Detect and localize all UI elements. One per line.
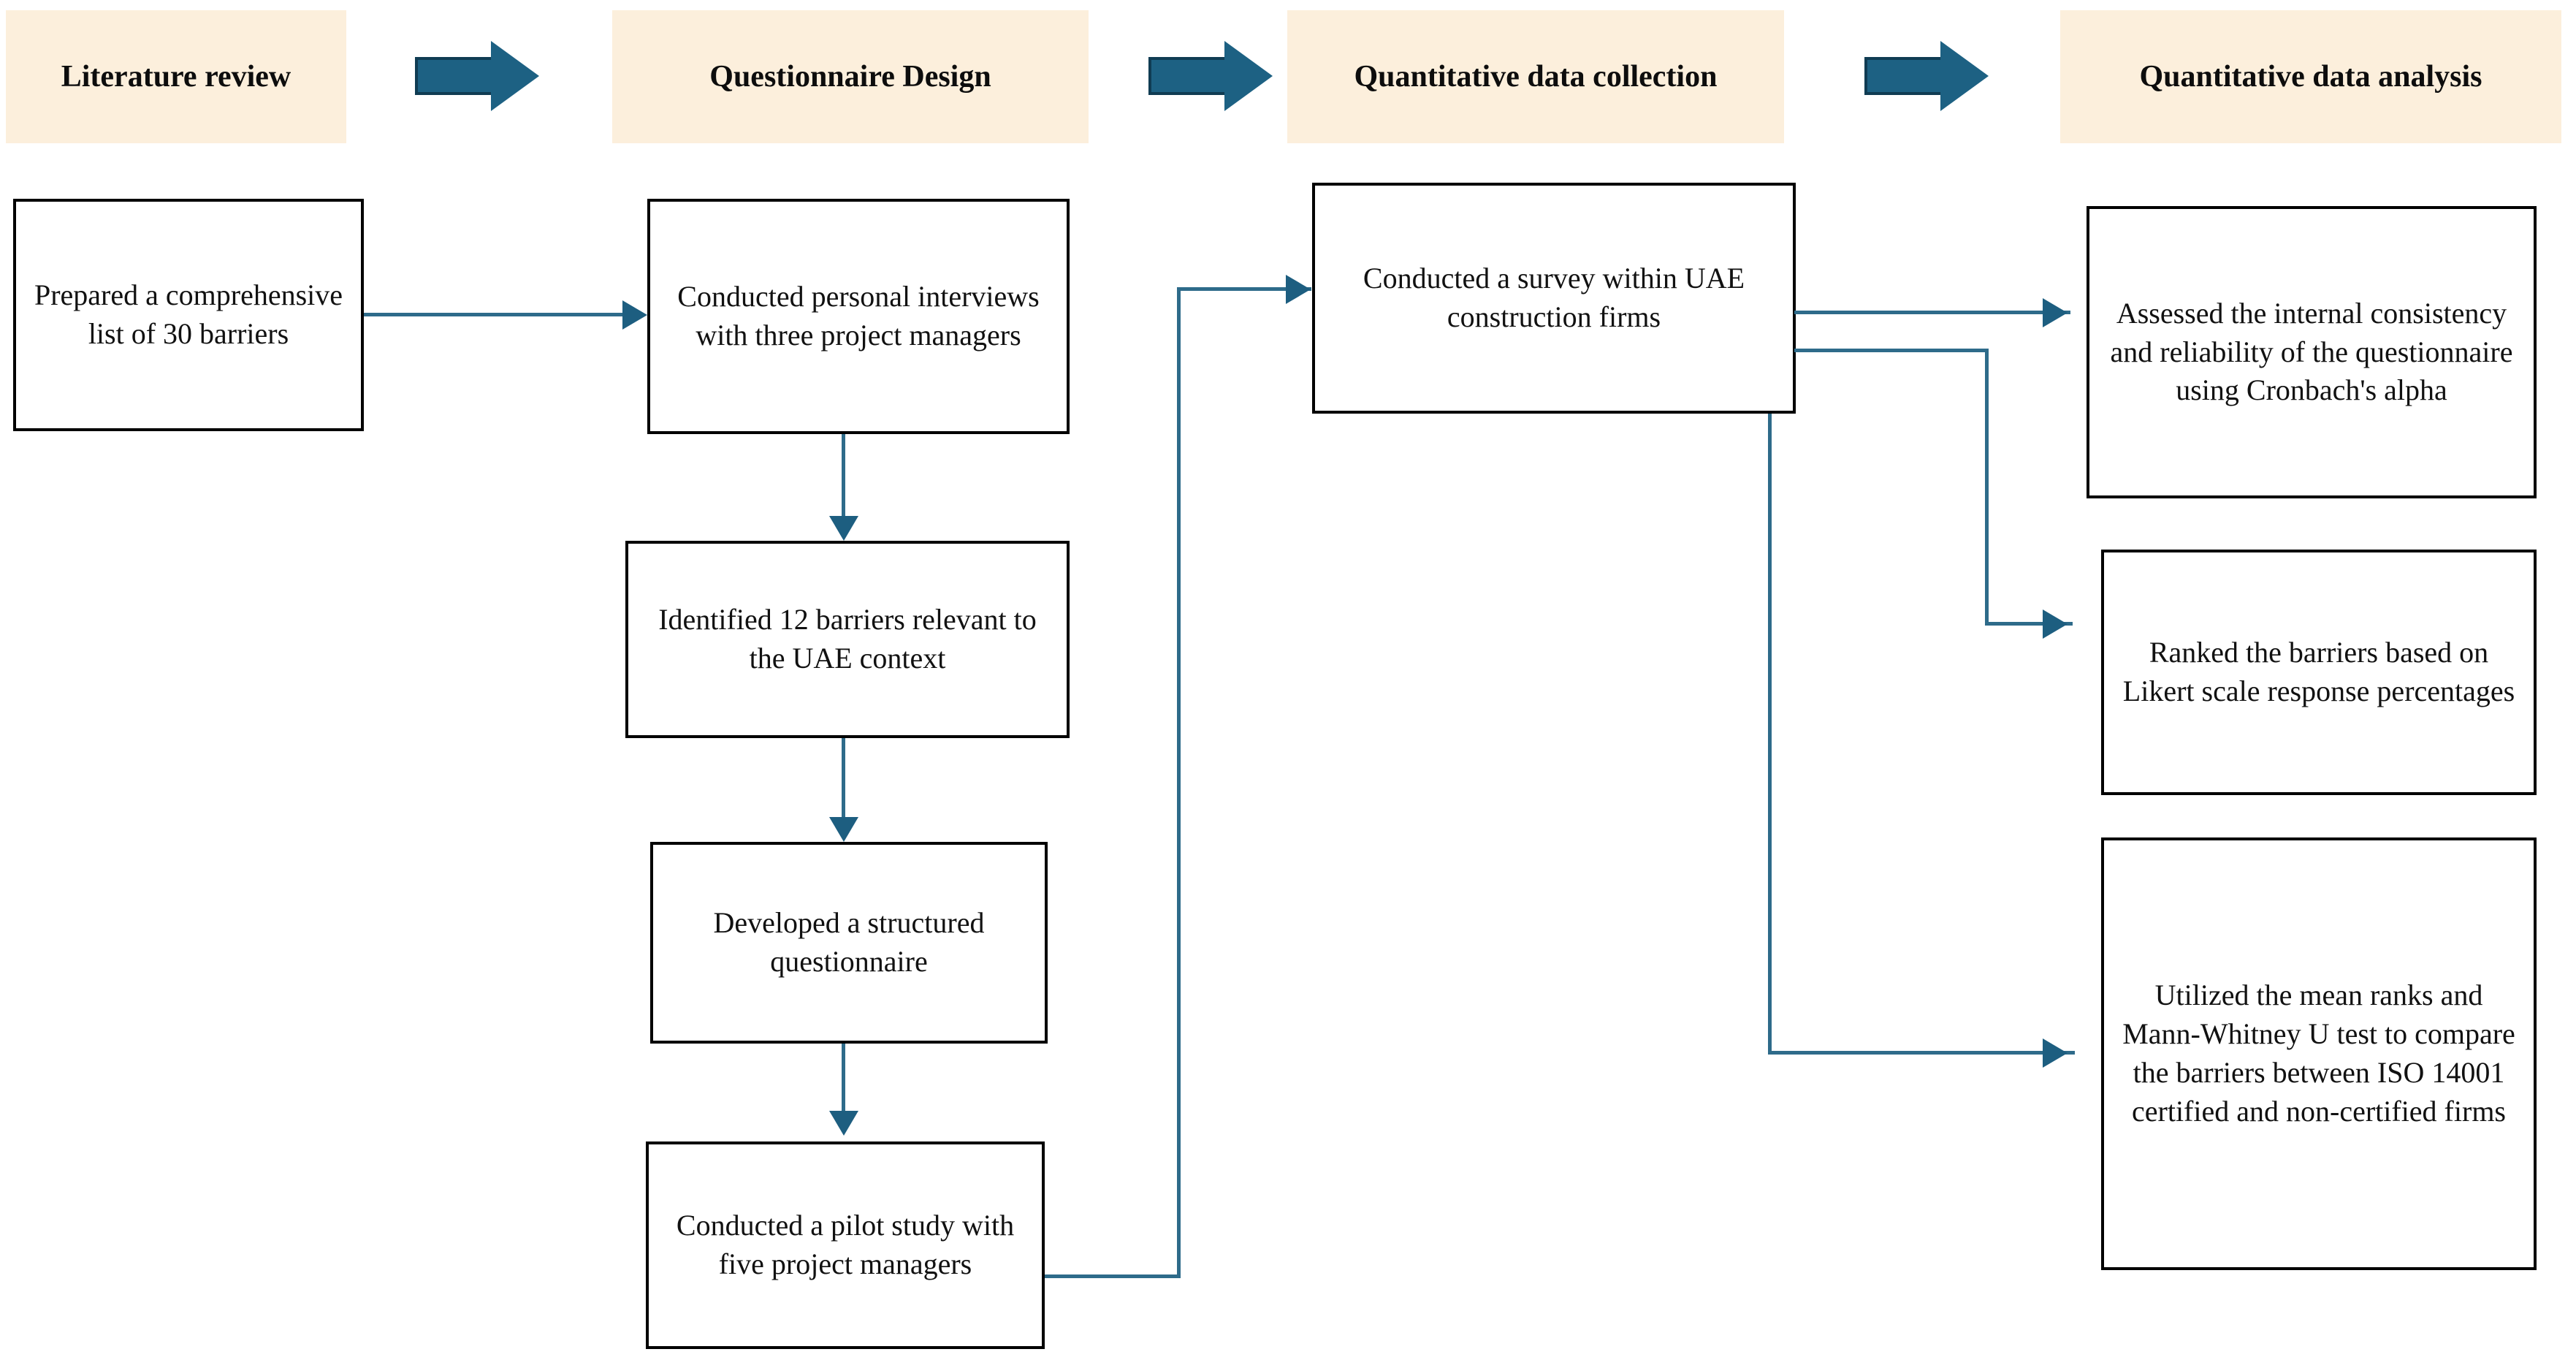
box-prepared-barriers-list: Prepared a comprehensive list of 30 barr… bbox=[13, 199, 364, 431]
arrowhead-prepared-to-interviews bbox=[622, 300, 647, 330]
connector-developed-to-pilot bbox=[842, 1044, 845, 1130]
arrowhead-developed-to-pilot bbox=[829, 1111, 858, 1136]
box-mann-whitney: Utilized the mean ranks and Mann-Whitney… bbox=[2101, 837, 2537, 1270]
connector-survey-to-ranked-leg3 bbox=[1985, 622, 2073, 626]
header-label: Questionnaire Design bbox=[709, 59, 991, 94]
header-label: Literature review bbox=[61, 59, 291, 94]
block-arrow-head bbox=[491, 41, 539, 111]
box-text: Identified 12 barriers relevant to the U… bbox=[658, 603, 1037, 675]
arrowhead-pilot-to-survey bbox=[1286, 275, 1311, 304]
block-arrow-shaft bbox=[415, 57, 494, 95]
box-conducted-survey: Conducted a survey within UAE constructi… bbox=[1312, 183, 1796, 414]
connector-survey-to-cronbach bbox=[1794, 311, 2070, 314]
box-identified-12-barriers: Identified 12 barriers relevant to the U… bbox=[625, 541, 1070, 738]
box-text: Conducted a pilot study with five projec… bbox=[676, 1209, 1015, 1280]
box-developed-questionnaire: Developed a structured questionnaire bbox=[650, 842, 1048, 1044]
connector-survey-to-ranked-leg2 bbox=[1985, 349, 1989, 625]
header-literature-review: Literature review bbox=[6, 10, 346, 143]
box-pilot-study: Conducted a pilot study with five projec… bbox=[646, 1141, 1045, 1349]
connector-survey-to-mannwhitney-leg1 bbox=[1768, 414, 1772, 1055]
arrowhead-survey-to-ranked bbox=[2043, 609, 2068, 639]
block-arrow-shaft bbox=[1148, 57, 1227, 95]
header-label: Quantitative data analysis bbox=[2139, 59, 2482, 94]
block-arrow-head bbox=[1224, 41, 1273, 111]
arrowhead-survey-to-mannwhitney bbox=[2043, 1038, 2068, 1068]
block-arrow-lit-to-design bbox=[415, 41, 542, 111]
connector-pilot-to-survey-leg3 bbox=[1177, 287, 1311, 291]
box-text: Utilized the mean ranks and Mann-Whitney… bbox=[2122, 979, 2515, 1128]
box-text: Conducted personal interviews with three… bbox=[677, 280, 1040, 352]
connector-pilot-to-survey-leg1 bbox=[1045, 1274, 1181, 1278]
connector-interviews-to-identified bbox=[842, 434, 845, 522]
block-arrow-design-to-collection bbox=[1148, 41, 1276, 111]
arrowhead-interviews-to-identified bbox=[829, 516, 858, 541]
connector-survey-to-mannwhitney-leg2 bbox=[1768, 1051, 2075, 1055]
connector-prepared-to-interviews bbox=[364, 313, 622, 316]
box-text: Prepared a comprehensive list of 30 barr… bbox=[34, 278, 343, 350]
arrowhead-survey-to-cronbach bbox=[2043, 298, 2068, 327]
box-text: Developed a structured questionnaire bbox=[713, 906, 985, 978]
connector-survey-to-ranked-leg1 bbox=[1794, 349, 1989, 352]
box-text: Ranked the barriers based on Likert scal… bbox=[2122, 636, 2515, 707]
block-arrow-head bbox=[1940, 41, 1989, 111]
connector-pilot-to-survey-leg2 bbox=[1177, 287, 1181, 1276]
header-label: Quantitative data collection bbox=[1354, 59, 1718, 94]
connector-identified-to-developed bbox=[842, 738, 845, 823]
box-cronbach-alpha: Assessed the internal consistency and re… bbox=[2087, 206, 2537, 498]
header-questionnaire-design: Questionnaire Design bbox=[612, 10, 1089, 143]
block-arrow-collection-to-analysis bbox=[1864, 41, 1992, 111]
box-text: Conducted a survey within UAE constructi… bbox=[1363, 262, 1745, 333]
box-personal-interviews: Conducted personal interviews with three… bbox=[647, 199, 1070, 434]
header-quantitative-data-analysis: Quantitative data analysis bbox=[2060, 10, 2561, 143]
box-text: Assessed the internal consistency and re… bbox=[2110, 296, 2513, 407]
header-quantitative-data-collection: Quantitative data collection bbox=[1287, 10, 1784, 143]
block-arrow-shaft bbox=[1864, 57, 1943, 95]
box-ranked-barriers: Ranked the barriers based on Likert scal… bbox=[2101, 550, 2537, 795]
arrowhead-identified-to-developed bbox=[829, 817, 858, 842]
